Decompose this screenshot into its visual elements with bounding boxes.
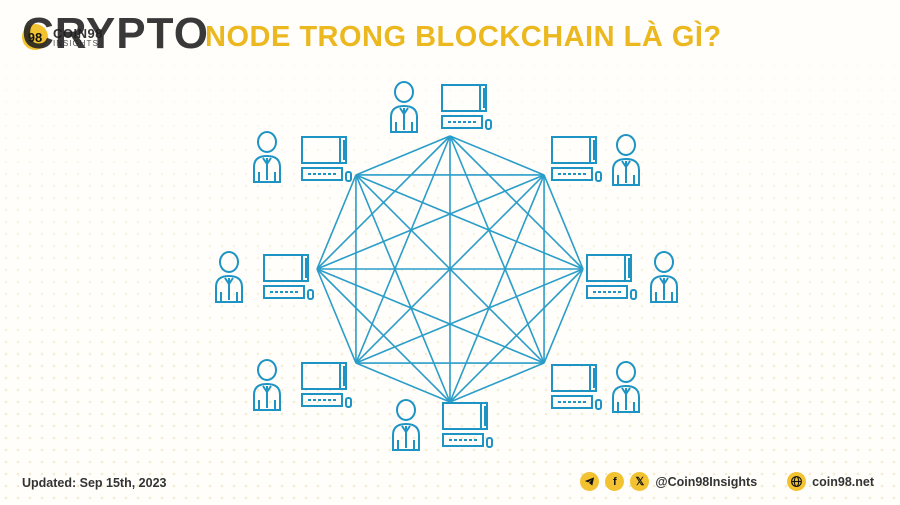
mesh-edge — [449, 135, 545, 364]
computer-icon — [551, 136, 602, 182]
person-icon — [392, 399, 420, 451]
mesh-edge — [355, 268, 584, 364]
person-icon — [612, 134, 640, 186]
mesh-edge — [543, 268, 584, 364]
globe-icon[interactable] — [787, 472, 807, 491]
computer-icon — [301, 362, 352, 408]
page-title: NODE TRONG BLOCKCHAIN LÀ GÌ? — [205, 21, 722, 53]
mesh-edge — [316, 174, 357, 270]
updated-date: Updated: Sep 15th, 2023 — [22, 476, 167, 490]
node-station — [586, 251, 678, 303]
mesh-edge — [355, 174, 545, 364]
computer-icon — [441, 84, 492, 130]
x-twitter-icon[interactable]: 𝕏 — [630, 472, 650, 491]
mesh-edge — [355, 135, 451, 364]
mesh-edge — [316, 268, 357, 364]
mesh-edge — [355, 174, 451, 403]
logo-subtitle: INSIGHTS — [53, 38, 99, 48]
person-icon — [650, 251, 678, 303]
node-station — [551, 134, 640, 186]
mesh-edge — [543, 174, 584, 270]
mesh-edge — [316, 268, 451, 403]
logo-name: COIN98 — [53, 25, 103, 41]
overlay-word: CRYPTO — [22, 9, 209, 58]
computer-icon — [442, 402, 493, 448]
node-station — [253, 359, 352, 411]
person-icon — [612, 361, 640, 413]
person-icon — [215, 251, 243, 303]
mesh-edge — [449, 174, 545, 403]
mesh-edges — [316, 135, 584, 403]
node-station — [215, 251, 314, 303]
computer-icon — [263, 254, 314, 300]
node-station — [551, 361, 640, 413]
social-handle[interactable]: @Coin98Insights — [655, 474, 758, 489]
computer-icon — [301, 136, 352, 182]
computer-icon — [586, 254, 637, 300]
mesh-edge — [355, 362, 451, 403]
mesh-edge — [355, 135, 451, 176]
brand-logo[interactable]: 98 COIN98 INSIGHTS — [22, 24, 103, 50]
mesh-edge — [316, 268, 545, 364]
node-stations — [215, 81, 678, 451]
computer-icon — [551, 364, 602, 410]
person-icon — [390, 81, 418, 133]
facebook-icon[interactable]: f — [605, 472, 625, 491]
mesh-edge — [449, 362, 545, 403]
node-station — [392, 399, 493, 451]
person-icon — [253, 359, 281, 411]
coin98-logo-icon: 98 — [22, 24, 48, 50]
node-station — [390, 81, 492, 133]
mesh-edge — [355, 174, 584, 270]
mesh-edge — [316, 174, 545, 270]
telegram-icon[interactable] — [580, 472, 600, 491]
footer-social: f 𝕏 @Coin98Insights coin98.net — [580, 472, 874, 491]
mesh-edge — [449, 135, 545, 176]
person-icon — [253, 131, 281, 183]
node-station — [253, 131, 352, 183]
website-link[interactable]: coin98.net — [812, 474, 874, 489]
